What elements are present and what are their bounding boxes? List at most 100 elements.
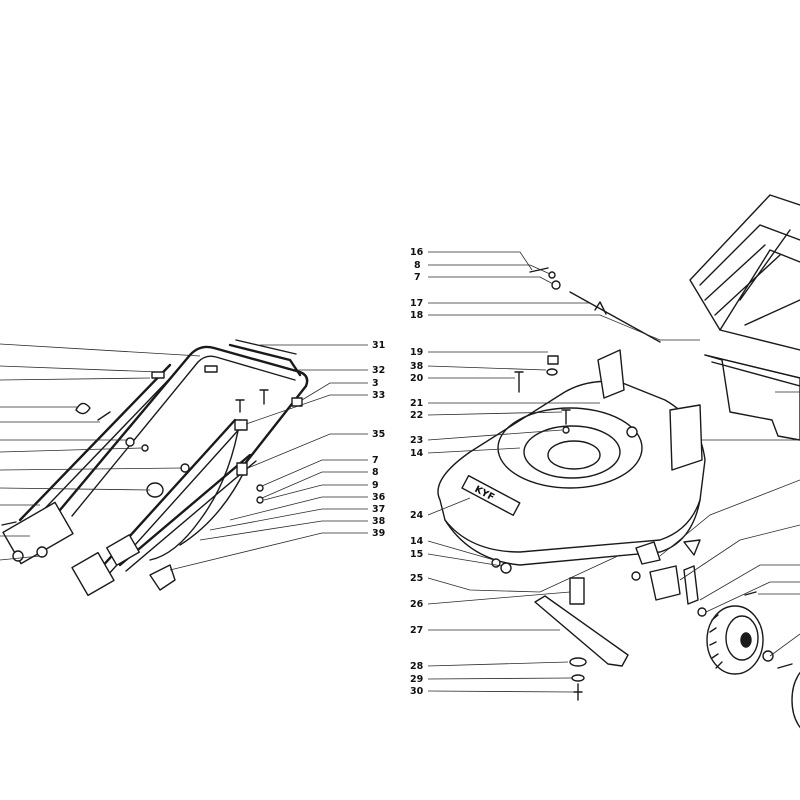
deck-dome-outer — [497, 407, 643, 489]
blade-adapter-26 — [569, 577, 585, 605]
deck-right-leaders — [659, 391, 800, 657]
bolt-2 — [259, 389, 269, 405]
callout-25: 25 — [410, 573, 423, 584]
callout-22: 22 — [410, 410, 423, 421]
grass-catcher-frame — [689, 194, 800, 351]
callout-27: 27 — [410, 625, 423, 636]
handle-left-leaders — [0, 343, 201, 561]
bracket-knob-1 — [12, 550, 24, 562]
callout-18: 18 — [410, 310, 424, 321]
rod-17-clip — [594, 301, 607, 315]
wheel-washer — [762, 650, 774, 662]
lower-frame-tube — [118, 453, 252, 567]
deck-left-leaders — [427, 251, 700, 693]
axle-bolt — [744, 591, 757, 596]
callout-20: 20 — [410, 373, 424, 384]
callout-14-top: 14 — [410, 448, 424, 459]
bolt-30 — [573, 683, 583, 701]
deck-skirt — [444, 499, 701, 566]
bolt-3 — [97, 411, 111, 421]
callout-38-deck: 38 — [410, 361, 424, 372]
washer-left-2 — [141, 444, 149, 452]
callout-32: 32 — [372, 365, 385, 376]
wheel-tread — [709, 614, 723, 669]
washer-8 — [548, 271, 556, 279]
washer-23 — [562, 426, 570, 434]
wheel-cap-top — [683, 539, 701, 556]
nut-15 — [500, 562, 512, 574]
washer-38 — [546, 368, 558, 376]
wheel-bracket-top — [635, 541, 661, 565]
callout-9: 9 — [372, 480, 379, 491]
pin-2 — [204, 365, 218, 373]
pivot-block — [236, 462, 248, 476]
rear-flap-rail — [704, 354, 800, 387]
callout-21: 21 — [410, 398, 423, 409]
bolt-16 — [529, 267, 549, 273]
front-wheel-center — [740, 632, 752, 648]
control-cable — [149, 419, 241, 561]
pin-1 — [151, 371, 165, 379]
washer-left-4 — [256, 484, 264, 492]
handle-crossbar — [228, 343, 302, 377]
callout-15: 15 — [410, 549, 423, 560]
callout-37: 37 — [372, 504, 385, 515]
wheel-height-adjuster — [649, 565, 681, 601]
handle-right-leaders — [169, 344, 368, 571]
lower-frame-tube-edge — [125, 460, 257, 572]
right-bracket-plate — [71, 551, 115, 597]
upper-handle-bar-inner — [71, 355, 296, 517]
callout-29: 29 — [410, 674, 423, 685]
callout-24: 24 — [410, 510, 424, 521]
rear-wheel-partial — [791, 671, 800, 729]
clamp-block — [234, 419, 248, 431]
motor-mount-hole — [547, 440, 601, 470]
bolt-22 — [561, 409, 571, 425]
deck-callouts-bottom: 24 14 15 25 26 27 28 29 30 — [410, 510, 424, 697]
callout-23: 23 — [410, 435, 423, 446]
nut-7 — [551, 280, 561, 290]
front-wheel — [706, 605, 764, 675]
callout-14-bottom: 14 — [410, 536, 424, 547]
washer-29 — [571, 674, 585, 682]
callout-33: 33 — [372, 390, 385, 401]
bolt-20 — [514, 371, 524, 393]
callout-35: 35 — [372, 429, 385, 440]
rear-hinge-bracket — [669, 404, 703, 471]
handle-assembly: 31 32 3 33 35 7 8 9 36 37 38 39 — [0, 339, 386, 597]
callout-17: 17 — [410, 298, 423, 309]
left-bracket-plate — [2, 501, 74, 565]
screw-left — [1, 521, 17, 526]
callout-26: 26 — [410, 599, 424, 610]
handle-crossbar-rear — [235, 339, 297, 355]
grass-catcher-bag — [699, 224, 800, 326]
washer-left-5 — [256, 496, 264, 504]
spring-clip — [75, 402, 91, 415]
lower-handle-tube-left — [18, 363, 172, 522]
callout-3: 3 — [372, 378, 379, 389]
callout-8-deck: 8 — [414, 260, 421, 271]
callout-28: 28 — [410, 661, 424, 672]
callout-38: 38 — [372, 516, 386, 527]
callout-16: 16 — [410, 247, 424, 258]
deck-assembly: KYF — [410, 194, 800, 729]
nut-19 — [547, 355, 559, 365]
blade-27 — [534, 595, 629, 667]
rear-flap-guard — [704, 354, 800, 441]
washer-left-3 — [180, 463, 190, 473]
axle-washer — [697, 607, 707, 617]
control-cable-2 — [179, 469, 246, 546]
bracket-knob-2 — [36, 546, 48, 558]
upper-handle-bar — [58, 345, 309, 512]
callout-30: 30 — [410, 686, 424, 697]
callout-7: 7 — [372, 455, 379, 466]
washer-left-1 — [125, 437, 135, 447]
nut-side — [631, 571, 641, 581]
callout-36: 36 — [372, 492, 386, 503]
deck-bolt — [626, 426, 638, 438]
wheel-spring — [683, 565, 699, 605]
handle-callouts: 31 32 3 33 35 7 8 9 36 37 38 39 — [372, 340, 386, 539]
mid-bracket-plate — [106, 534, 140, 566]
